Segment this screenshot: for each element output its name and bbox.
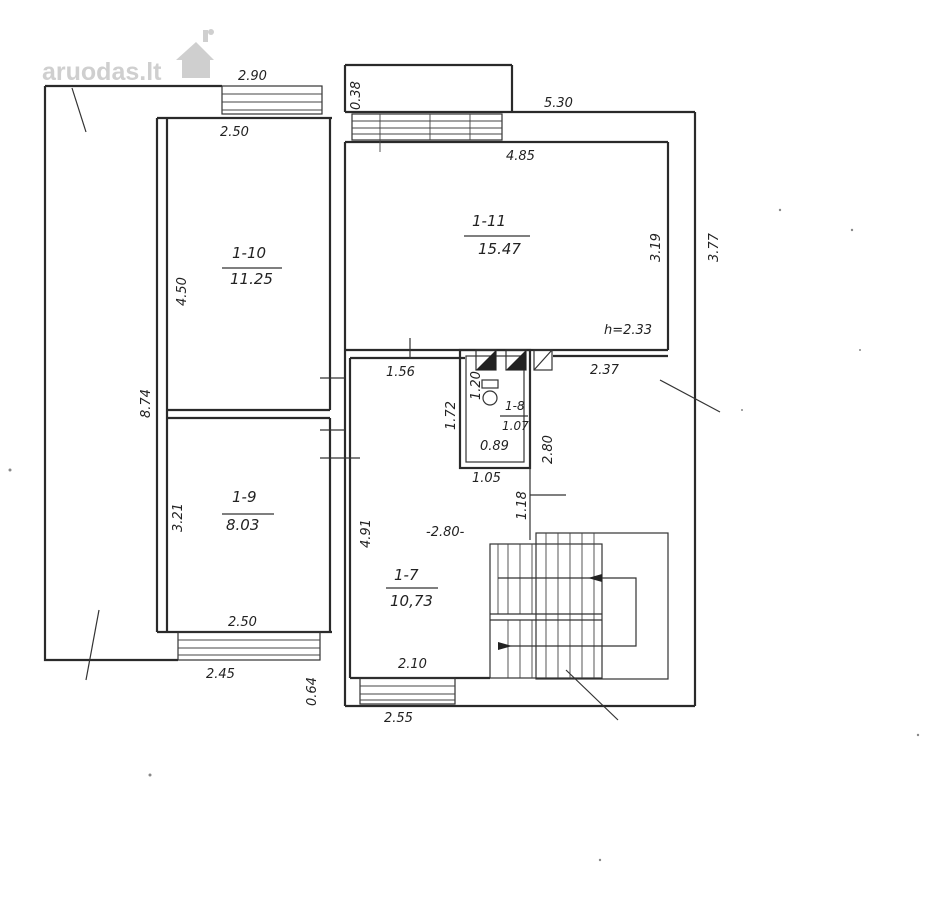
svg-text:11.25: 11.25 — [230, 270, 273, 288]
svg-text:2.80: 2.80 — [541, 435, 556, 464]
svg-text:1-7: 1-7 — [394, 566, 419, 584]
svg-text:10,73: 10,73 — [390, 592, 433, 610]
room-label-1-9: 1-9 8.03 — [222, 488, 274, 534]
svg-text:1-9: 1-9 — [232, 488, 257, 506]
room-label-1-10: 1-10 11.25 — [222, 244, 282, 288]
window-bottom-center — [359, 677, 456, 705]
svg-text:0.64: 0.64 — [305, 677, 320, 706]
dimension-labels: 2.90 2.50 0.38 5.30 4.85 3.19 3.77 4.50 … — [139, 69, 722, 726]
svg-text:2.10: 2.10 — [398, 657, 427, 672]
watermark-house-icon — [176, 29, 214, 78]
svg-text:8.74: 8.74 — [139, 389, 154, 418]
section-line — [659, 379, 721, 413]
svg-text:1.18: 1.18 — [515, 491, 530, 520]
svg-text:4.85: 4.85 — [506, 149, 535, 164]
svg-text:1-8: 1-8 — [505, 399, 525, 413]
window-top-left — [221, 85, 323, 115]
svg-text:1-10: 1-10 — [232, 244, 266, 262]
svg-text:1.72: 1.72 — [444, 401, 459, 430]
door-ticks — [320, 338, 566, 496]
room-label-1-7: 1-7 10,73 — [386, 566, 438, 610]
right-block-walls — [343, 63, 697, 708]
svg-text:3.21: 3.21 — [171, 503, 186, 532]
svg-text:4.50: 4.50 — [175, 277, 190, 306]
svg-text:2.55: 2.55 — [384, 711, 413, 726]
svg-text:5.30: 5.30 — [544, 96, 573, 111]
svg-text:1-11: 1-11 — [472, 212, 506, 230]
svg-text:2.50: 2.50 — [228, 615, 257, 630]
svg-text:1.20: 1.20 — [469, 371, 484, 400]
svg-text:1.56: 1.56 — [386, 365, 415, 380]
room-1-10-walls — [155, 116, 332, 634]
svg-text:1.07: 1.07 — [502, 419, 529, 433]
staircase — [489, 532, 669, 721]
scan-noise — [8, 208, 920, 862]
window-bottom-left — [177, 631, 321, 661]
svg-text:-2.80-: -2.80- — [426, 525, 465, 540]
svg-text:2.37: 2.37 — [590, 363, 620, 378]
bathroom-1-8 — [458, 348, 553, 540]
room-label-1-11: 1-11 15.47 — [464, 212, 530, 258]
svg-text:0.89: 0.89 — [480, 439, 509, 454]
left-wing — [43, 84, 222, 681]
svg-text:2.50: 2.50 — [220, 125, 249, 140]
window-top-right — [351, 113, 503, 152]
svg-text:2.90: 2.90 — [238, 69, 267, 84]
svg-text:3.77: 3.77 — [707, 232, 722, 262]
svg-text:15.47: 15.47 — [478, 240, 521, 258]
watermark-logo: aruodas.lt — [42, 58, 162, 86]
svg-text:h=2.33: h=2.33 — [604, 323, 652, 338]
svg-text:4.91: 4.91 — [359, 519, 374, 548]
svg-text:3.19: 3.19 — [649, 233, 664, 262]
svg-text:0.38: 0.38 — [349, 81, 364, 110]
svg-text:2.45: 2.45 — [206, 667, 235, 682]
svg-text:1.05: 1.05 — [472, 471, 501, 486]
room-label-1-8: 1-8 1.07 — [500, 399, 529, 433]
svg-text:8.03: 8.03 — [226, 516, 259, 534]
